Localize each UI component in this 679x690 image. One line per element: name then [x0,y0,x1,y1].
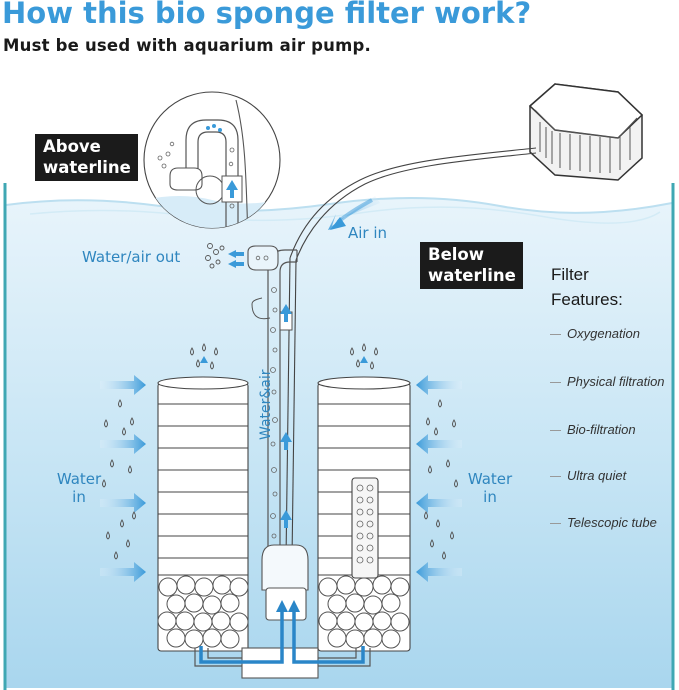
feature-item-ultra-quiet: Ultra quiet [550,468,626,483]
water-in-right-label: Water in [464,470,516,506]
page-subtitle: Must be used with aquarium air pump. [3,36,371,55]
water-in-left-line1: Water [56,470,102,488]
above-waterline-line2: waterline [43,158,131,177]
base-pipes [194,600,371,679]
down-arrows-top [200,356,368,363]
water-droplets [102,343,458,560]
magnified-view [143,91,281,229]
features-title-line1: Filter [551,265,589,284]
air-pump [528,83,644,181]
outlet-bubbles [205,243,225,269]
page-title: How this bio sponge filter work? [2,0,532,30]
below-waterline-line1: Below [428,245,485,264]
feature-item-bio-filtration: Bio-filtration [550,422,636,437]
feature-label: Physical filtration [567,374,665,389]
feature-label: Telescopic tube [567,515,657,530]
above-waterline-label: Above waterline [35,134,138,181]
water-in-left-line2: in [72,488,86,506]
feature-item-physical-filtration: Physical filtration [550,374,665,389]
feature-label: Oxygenation [567,326,640,341]
feature-label: Ultra quiet [567,468,627,483]
air-in-label: Air in [348,224,388,242]
water-in-right-line1: Water [467,470,513,488]
water-in-right-line2: in [483,488,497,506]
ceramic-balls-left [157,575,249,649]
tank-walls [3,183,675,690]
features-title: Filter Features: [551,262,623,312]
features-title-line2: Features: [551,290,623,309]
above-waterline-line1: Above [43,137,101,156]
below-waterline-label: Below waterline [420,242,523,289]
water-in-left-label: Water in [54,470,104,506]
outlet-arrows [228,250,244,268]
feature-label: Bio-filtration [567,422,636,437]
water-air-out-label: Water/air out [82,248,181,266]
feature-item-telescopic-tube: Telescopic tube [550,515,657,530]
feature-item-oxygenation: Oxygenation [550,326,640,341]
ceramic-balls-right [318,575,410,649]
below-waterline-line2: waterline [428,266,516,285]
water-in-arrows-left [100,375,146,582]
water-air-tube-label: Water&air [258,369,274,440]
water-in-arrows-right [416,375,462,582]
